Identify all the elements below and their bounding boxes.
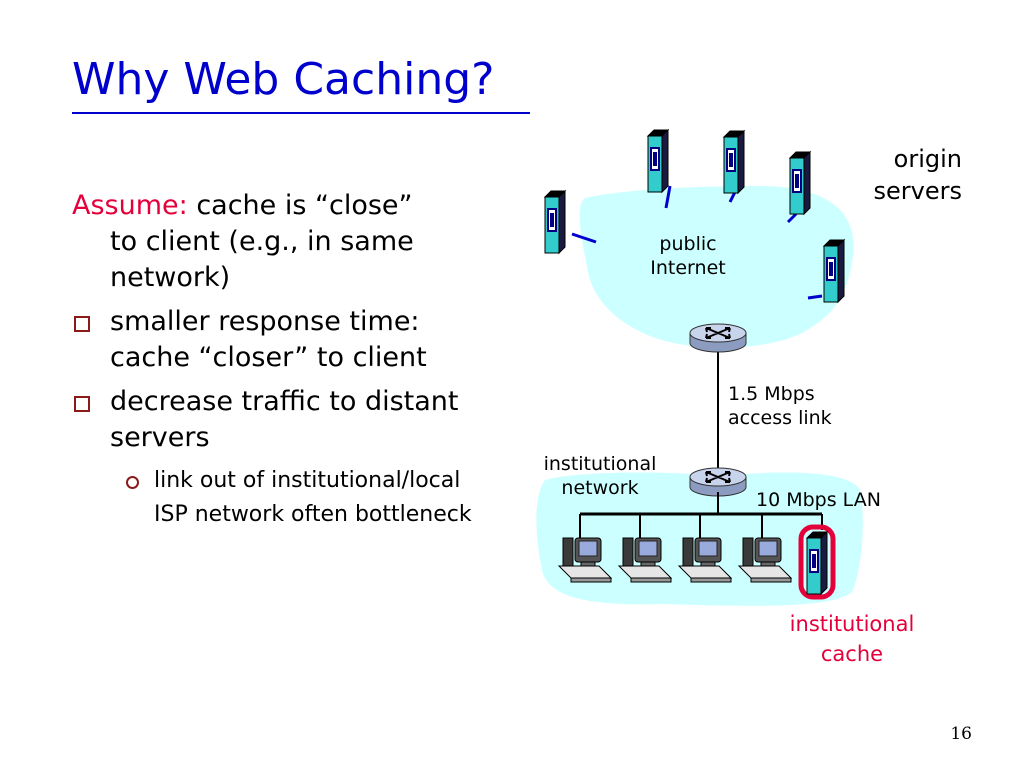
bullet-list: Assume: cache is “close” to client (e.g.… bbox=[72, 188, 472, 532]
bullet-text: smaller response time: cache “closer” to… bbox=[110, 306, 427, 373]
sub-bullet-text: link out of institutional/local ISP netw… bbox=[154, 468, 472, 527]
origin-server-icon bbox=[723, 130, 745, 194]
origin-server-icon bbox=[789, 151, 811, 215]
internet-router-icon bbox=[689, 323, 747, 353]
server-link bbox=[664, 185, 672, 209]
square-bullet-icon bbox=[74, 396, 90, 412]
cache-highlight bbox=[798, 524, 836, 600]
access-link-label: 1.5 Mbps access link bbox=[728, 383, 832, 429]
lan-label: 10 Mbps LAN bbox=[756, 489, 881, 511]
assume-label: Assume: bbox=[72, 190, 188, 221]
assume-text-rest: to client (e.g., in same network) bbox=[110, 226, 414, 293]
bullet-item: smaller response time: cache “closer” to… bbox=[72, 304, 472, 376]
public-internet-cloud bbox=[579, 186, 854, 348]
server-link bbox=[786, 212, 798, 224]
server-link bbox=[807, 294, 823, 300]
institutional-network-label: institutional network bbox=[543, 453, 657, 499]
slide-title: Why Web Caching? bbox=[72, 54, 495, 105]
origin-server-icon bbox=[544, 190, 566, 254]
page-number: 16 bbox=[950, 724, 972, 744]
assume-paragraph: Assume: cache is “close” to client (e.g.… bbox=[72, 188, 472, 296]
title-underline bbox=[72, 112, 530, 114]
bullet-item: decrease traffic to distant servers bbox=[72, 384, 472, 456]
origin-servers-label: origin servers bbox=[873, 145, 962, 205]
sub-bullet-item: link out of institutional/local ISP netw… bbox=[72, 464, 472, 532]
origin-server-icon bbox=[647, 129, 669, 193]
server-link bbox=[571, 232, 597, 244]
institutional-router-icon bbox=[689, 467, 747, 497]
institutional-cache-label: institutional cache bbox=[789, 612, 915, 666]
origin-server-icon bbox=[823, 239, 845, 303]
bullet-text: decrease traffic to distant servers bbox=[110, 386, 459, 453]
assume-text-first-line: cache is “close” bbox=[187, 190, 413, 221]
cache-server-icon bbox=[806, 531, 828, 595]
public-internet-label: public Internet bbox=[650, 233, 726, 279]
circle-bullet-icon bbox=[126, 476, 139, 489]
square-bullet-icon bbox=[74, 316, 90, 332]
